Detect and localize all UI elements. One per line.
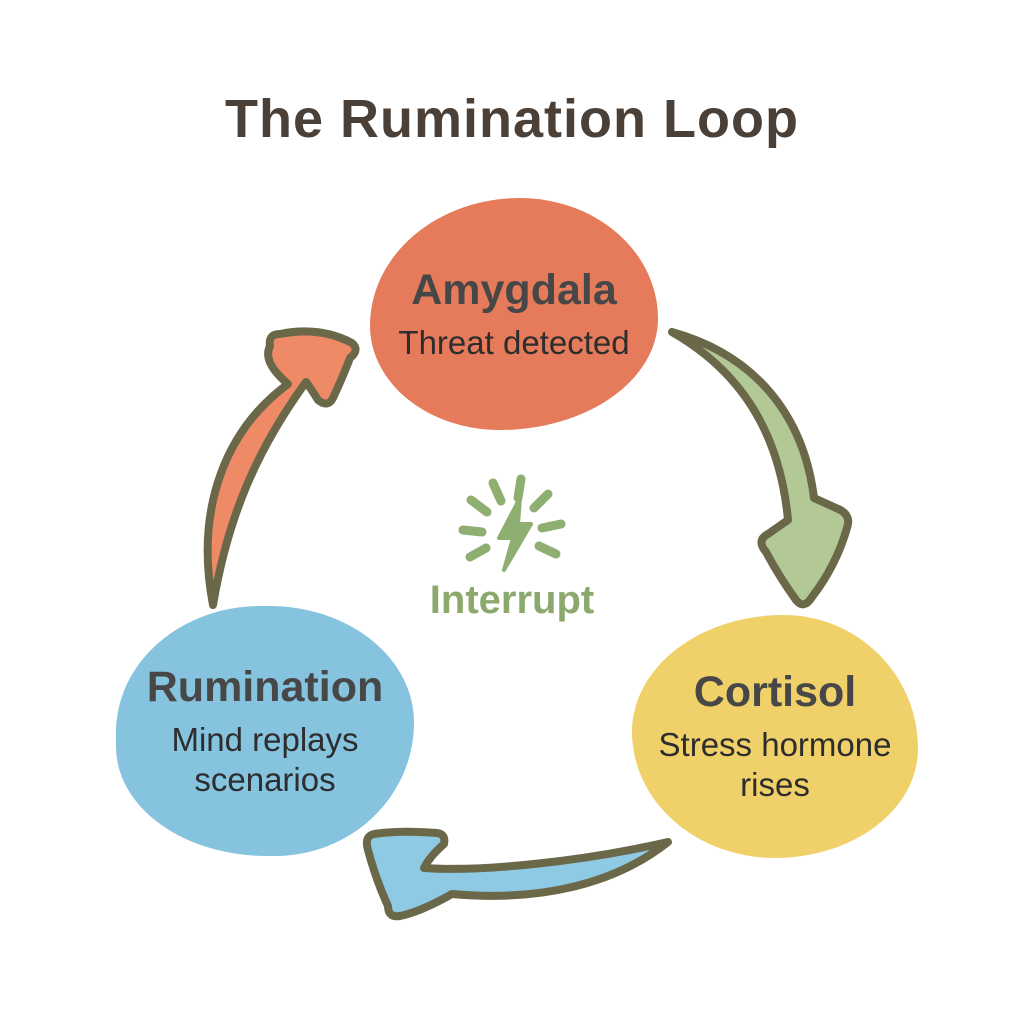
node-rumination-subtitle-line1: Mind replays bbox=[171, 720, 359, 758]
node-rumination-subtitle-line2: scenarios bbox=[194, 760, 336, 798]
node-rumination: Rumination Mind replays scenarios bbox=[116, 606, 414, 856]
arrow-amygdala-to-cortisol-icon bbox=[668, 328, 853, 609]
node-amygdala-title: Amygdala bbox=[411, 265, 617, 314]
lightning-burst-icon bbox=[458, 474, 566, 572]
arrow-cortisol-to-rumination-icon bbox=[362, 827, 672, 921]
node-amygdala: Amygdala Threat detected bbox=[370, 198, 658, 430]
arrow-rumination-to-amygdala-icon bbox=[203, 327, 360, 609]
interrupt-label: Interrupt bbox=[429, 578, 595, 622]
page-title: The Rumination Loop bbox=[225, 89, 799, 149]
node-cortisol: Cortisol Stress hormone rises bbox=[632, 615, 918, 858]
node-cortisol-title: Cortisol bbox=[693, 668, 857, 716]
node-rumination-title: Rumination bbox=[146, 662, 384, 711]
node-cortisol-subtitle-line1: Stress hormone bbox=[658, 726, 892, 763]
node-amygdala-subtitle: Threat detected bbox=[398, 323, 630, 361]
node-cortisol-subtitle-line2: rises bbox=[740, 766, 810, 803]
